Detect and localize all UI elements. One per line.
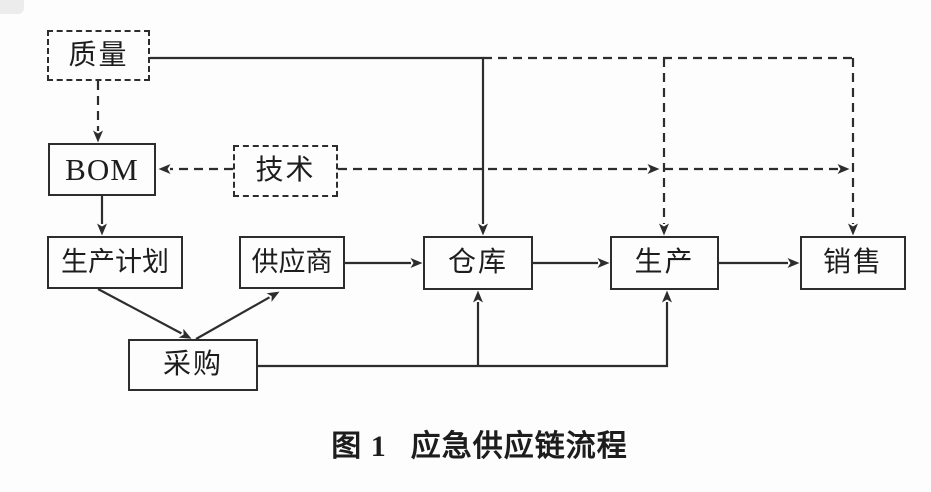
node-purchase: 采购 (128, 339, 258, 391)
node-tech-label: 技术 (255, 155, 316, 186)
node-production-plan-label: 生产计划 (61, 247, 169, 277)
figure-title: 应急供应链流程 (410, 430, 628, 463)
node-sales: 销售 (800, 236, 906, 290)
node-sales-label: 销售 (822, 247, 883, 278)
node-production-label: 生产 (634, 247, 695, 278)
node-bom: BOM (48, 143, 156, 196)
node-purchase-label: 采购 (162, 349, 223, 380)
node-supplier: 供应商 (239, 236, 345, 289)
figure-caption: 图 1 应急供应链流程 (14, 421, 931, 465)
node-warehouse: 仓库 (423, 236, 533, 290)
edge-purchase-supplier (195, 291, 280, 340)
figure-number: 图 1 (331, 430, 387, 463)
node-warehouse-label: 仓库 (447, 247, 508, 278)
node-production-plan: 生产计划 (47, 236, 183, 289)
edge-plan-purchase (97, 288, 192, 339)
edge-quality-warehouse (150, 56, 488, 236)
scan-artifact (0, 0, 24, 14)
node-quality-label: 质量 (68, 39, 129, 71)
node-production: 生产 (610, 236, 719, 290)
node-quality: 质量 (47, 30, 150, 81)
node-supplier-label: 供应商 (251, 247, 333, 277)
node-tech: 技术 (233, 145, 338, 197)
edge-purchase-production (258, 290, 672, 368)
node-bom-label: BOM (65, 152, 139, 187)
